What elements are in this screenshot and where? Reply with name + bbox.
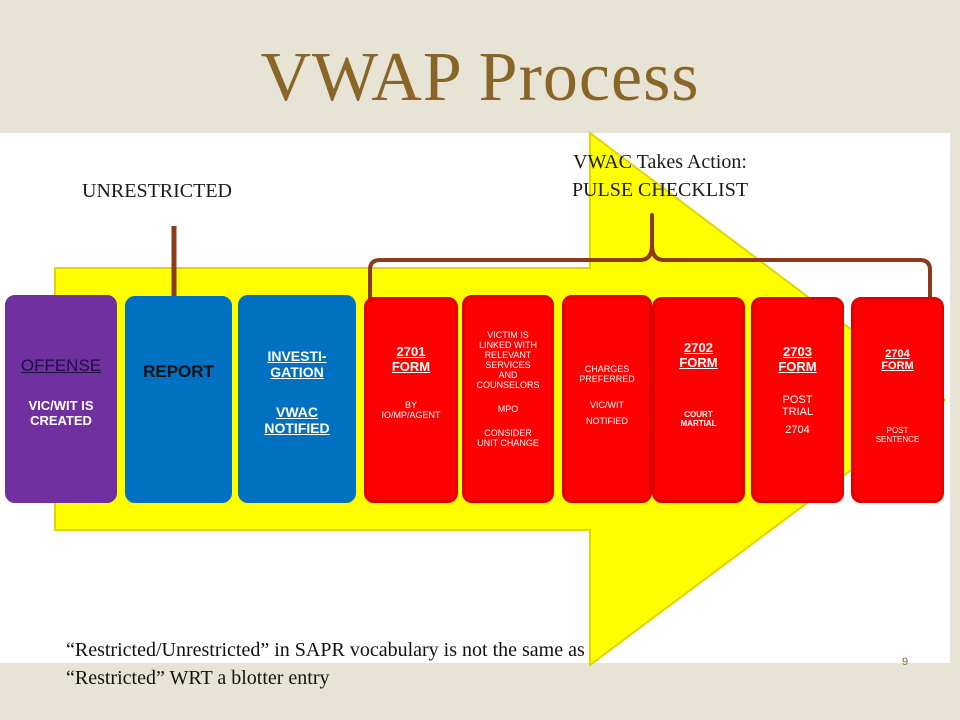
charges-line: PREFERRED <box>579 374 635 384</box>
investigation-box: INVESTI- GATION VWAC NOTIFIED <box>238 295 356 503</box>
form-2703-line: POST <box>782 394 813 406</box>
page-title: VWAP Process <box>260 39 700 116</box>
charges-line: VIC/WIT <box>590 400 624 410</box>
vwac-action-label: VWAC Takes Action: PULSE CHECKLIST <box>520 148 800 204</box>
offense-box: OFFENSE VIC/WIT IS CREATED <box>5 295 117 503</box>
charges-box: CHARGES PREFERRED VIC/WIT NOTIFIED <box>562 295 652 503</box>
form-2701-box: 2701 FORM BY IO/MP/AGENT <box>364 297 458 503</box>
action-brace <box>368 213 932 305</box>
victim-line: UNIT CHANGE <box>477 438 539 448</box>
victim-line: MPO <box>497 404 519 414</box>
victim-line: COUNSELORS <box>476 380 540 390</box>
form-2701-line: BY <box>404 400 417 410</box>
footnote-line1: “Restricted/Unrestricted” in SAPR vocabu… <box>66 639 585 661</box>
form-2701-line: IO/MP/AGENT <box>381 410 441 420</box>
victim-line: CONSIDER <box>484 428 532 438</box>
form-2704-line: SENTENCE <box>875 435 920 444</box>
form-2701-heading: FORM <box>391 359 431 374</box>
victim-line: SERVICES <box>485 360 531 370</box>
form-2703-box: 2703 FORM POST TRIAL 2704 <box>751 297 844 503</box>
form-2702-line: COURT <box>684 410 713 419</box>
form-2704-line: POST <box>886 426 909 435</box>
charges-line: CHARGES <box>584 364 630 374</box>
form-2701-heading: 2701 <box>396 344 426 359</box>
form-2704-heading: 2704 <box>885 348 910 360</box>
form-2702-line: MARTIAL <box>680 419 717 428</box>
form-2703-line: 2704 <box>785 424 810 436</box>
form-2703-line: TRIAL <box>781 406 814 418</box>
page-number: 9 <box>902 656 909 668</box>
investigation-heading: GATION <box>270 364 324 380</box>
investigation-line: NOTIFIED <box>264 420 330 436</box>
form-2703-heading: 2703 <box>783 344 812 359</box>
footnote-line2: “Restricted” WRT a blotter entry <box>66 667 330 689</box>
form-2702-box: 2702 FORM COURT MARTIAL <box>652 297 745 503</box>
form-2702-heading: 2702 <box>684 340 713 355</box>
charges-line: NOTIFIED <box>586 416 628 426</box>
vwac-action-line1: VWAC Takes Action: <box>573 151 747 173</box>
vwac-action-line2: PULSE CHECKLIST <box>571 179 749 201</box>
offense-line: VIC/WIT IS <box>28 398 94 413</box>
report-box: REPORT <box>125 296 232 503</box>
investigation-line: VWAC <box>276 404 318 420</box>
victim-line: VICTIM IS <box>487 330 529 340</box>
form-2704-heading: FORM <box>881 360 914 372</box>
victim-services-box: VICTIM IS LINKED WITH RELEVANT SERVICES … <box>462 295 554 503</box>
victim-line: AND <box>498 370 518 380</box>
victim-line: LINKED WITH <box>478 340 537 350</box>
offense-heading: OFFENSE <box>20 356 102 375</box>
victim-line: RELEVANT <box>484 350 532 360</box>
offense-line: CREATED <box>30 413 92 428</box>
form-2703-heading: FORM <box>778 359 817 374</box>
unrestricted-label: UNRESTRICTED <box>82 180 232 202</box>
form-2704-box: 2704 FORM POST SENTENCE <box>851 297 944 503</box>
footnote: “Restricted/Unrestricted” in SAPR vocabu… <box>66 636 806 692</box>
report-heading: REPORT <box>143 362 214 381</box>
investigation-heading: INVESTI- <box>267 348 327 364</box>
form-2702-heading: FORM <box>679 355 718 370</box>
